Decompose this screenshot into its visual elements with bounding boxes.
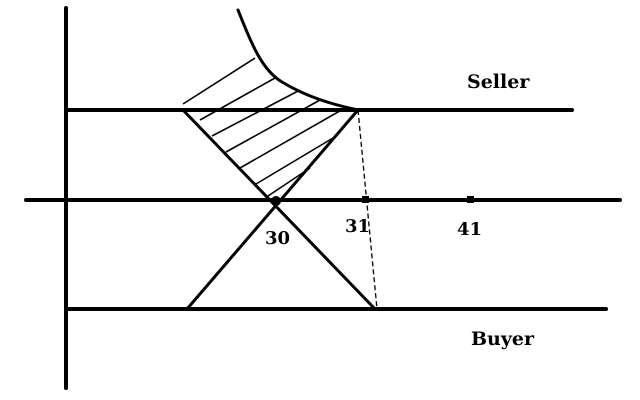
tick-31-marker (362, 196, 369, 203)
dashed-connector (357, 109, 378, 310)
cross-line-down (181, 108, 377, 311)
intersection-point (271, 196, 281, 206)
hatched-region (182, 57, 346, 197)
tick-label-31: 31 (345, 216, 370, 237)
buyer-label: Buyer (471, 328, 535, 350)
cross-line-up (185, 108, 360, 311)
tick-41-marker (467, 196, 474, 203)
seller-curve (236, 8, 360, 112)
seller-label: Seller (467, 71, 530, 93)
tick-label-41: 41 (457, 219, 482, 240)
tick-label-30: 30 (265, 228, 290, 249)
